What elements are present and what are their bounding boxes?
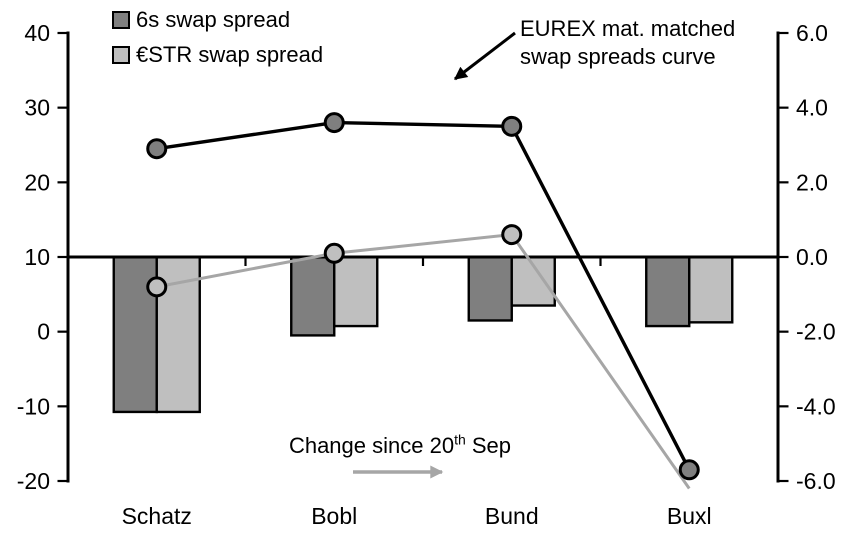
annotation-change-prefix: Change since 20 bbox=[288, 433, 455, 458]
annotation-change-superscript: th bbox=[454, 431, 466, 448]
eurex-annotation-arrow-icon bbox=[453, 31, 516, 81]
legend-item-6s: 6s swap spread bbox=[112, 7, 291, 32]
marker-estr-schatz bbox=[146, 276, 168, 298]
bar-6s-buxl bbox=[645, 255, 691, 328]
annotation-eurex-curve: EUREX mat. matched swap spreads curve bbox=[520, 15, 735, 71]
marker-6s-bobl bbox=[323, 112, 345, 134]
bar-estr-buxl bbox=[688, 255, 734, 324]
annotation-eurex-line1: EUREX mat. matched bbox=[520, 16, 736, 41]
right-axis-tick-label: -2.0 bbox=[796, 319, 836, 345]
right-axis-tick-label: -6.0 bbox=[796, 468, 836, 494]
left-axis-tick-label: 20 bbox=[24, 169, 50, 195]
category-label-bund: Bund bbox=[485, 503, 539, 529]
marker-6s-schatz bbox=[146, 138, 168, 160]
left-axis-tick-label: -20 bbox=[17, 468, 50, 494]
category-label-schatz: Schatz bbox=[122, 503, 192, 529]
line-estr-curve bbox=[156, 233, 691, 490]
annotation-change-suffix: Sep bbox=[465, 433, 512, 458]
right-axis-tick-label: 2.0 bbox=[796, 169, 828, 195]
line-6s-curve bbox=[156, 120, 691, 471]
marker-6s-buxl bbox=[678, 459, 700, 481]
left-axis-tick-label: 10 bbox=[24, 244, 50, 270]
legend-label-6s: 6s swap spread bbox=[136, 7, 291, 32]
left-axis-tick-label: 0 bbox=[37, 319, 50, 345]
left-axis-tick-label: 40 bbox=[24, 20, 50, 46]
left-axis-tick-label: 30 bbox=[24, 95, 50, 121]
left-axis-tick-label: -10 bbox=[17, 393, 50, 419]
right-axis-tick-label: 0.0 bbox=[796, 244, 828, 270]
bar-estr-bobl bbox=[333, 255, 379, 328]
legend-item-estr: €STR swap spread bbox=[112, 42, 324, 67]
right-axis-tick-label: -4.0 bbox=[796, 393, 836, 419]
legend-swatch-estr bbox=[112, 46, 130, 64]
right-axis-tick-label: 4.0 bbox=[796, 95, 828, 121]
category-label-buxl: Buxl bbox=[667, 503, 712, 529]
annotation-eurex-line2: swap spreads curve bbox=[520, 44, 716, 69]
marker-6s-bund bbox=[501, 115, 523, 137]
legend-swatch-6s bbox=[112, 11, 130, 29]
legend-label-estr: €STR swap spread bbox=[136, 42, 324, 67]
marker-estr-bund bbox=[501, 224, 523, 246]
category-label-bobl: Bobl bbox=[311, 503, 357, 529]
marker-estr-bobl bbox=[323, 242, 345, 264]
bar-6s-bund bbox=[467, 255, 513, 322]
bar-6s-bobl bbox=[290, 255, 336, 337]
annotation-change-since: Change since 20th Sep bbox=[282, 433, 518, 459]
right-axis-tick-label: 6.0 bbox=[796, 20, 828, 46]
